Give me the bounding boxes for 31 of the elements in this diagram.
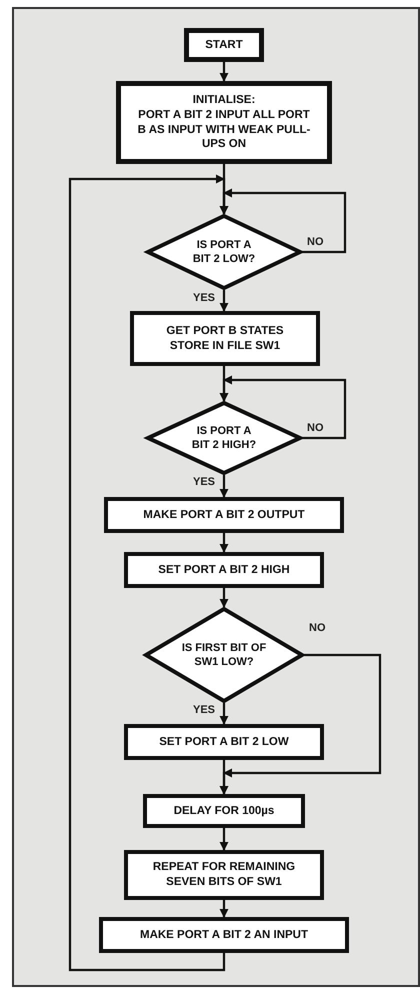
decision-diamond (146, 214, 302, 290)
process-box (124, 850, 324, 900)
node-text: IS FIRST BIT OF SW1 LOW? (180, 640, 268, 670)
process-box (143, 794, 305, 828)
node-text: GET PORT B STATES STORE IN FILE SW1 (165, 324, 285, 354)
process-box (116, 81, 332, 164)
process-box (124, 724, 324, 760)
edge-label: YES (192, 292, 216, 304)
process-box (130, 311, 320, 366)
edge-label: NO (308, 622, 326, 634)
edge-label: NO (306, 236, 324, 248)
process-box (104, 497, 344, 533)
node-text: IS PORT A BIT 2 HIGH? (190, 424, 258, 452)
node-text: PORT A BIT 2 INPUT ALL PORT B AS INPUT WITH WEAK PULL-UPS ON (136, 108, 312, 152)
edge-label: NO (306, 422, 324, 434)
node-text: MAKE PORT A BIT 2 OUTPUT (143, 508, 305, 522)
edge-label: YES (192, 476, 216, 488)
process-box (99, 917, 349, 953)
node-text: MAKE PORT A BIT 2 AN INPUT (140, 928, 308, 942)
node-text: START (205, 38, 243, 52)
terminal-box (184, 28, 264, 62)
decision-diamond (146, 401, 302, 475)
decision-diamond (144, 607, 304, 703)
node-text: IS PORT A BIT 2 LOW? (192, 238, 256, 266)
node-text: DELAY FOR 100µs (174, 804, 274, 818)
node-text: SET PORT A BIT 2 HIGH (158, 562, 290, 578)
node-text: REPEAT FOR REMAINING SEVEN BITS OF SW1 (152, 860, 296, 890)
process-box (124, 552, 324, 588)
edge-label: YES (192, 704, 216, 716)
node-text: SET PORT A BIT 2 LOW (159, 734, 289, 750)
node-text: INITIALISE: (192, 92, 256, 108)
